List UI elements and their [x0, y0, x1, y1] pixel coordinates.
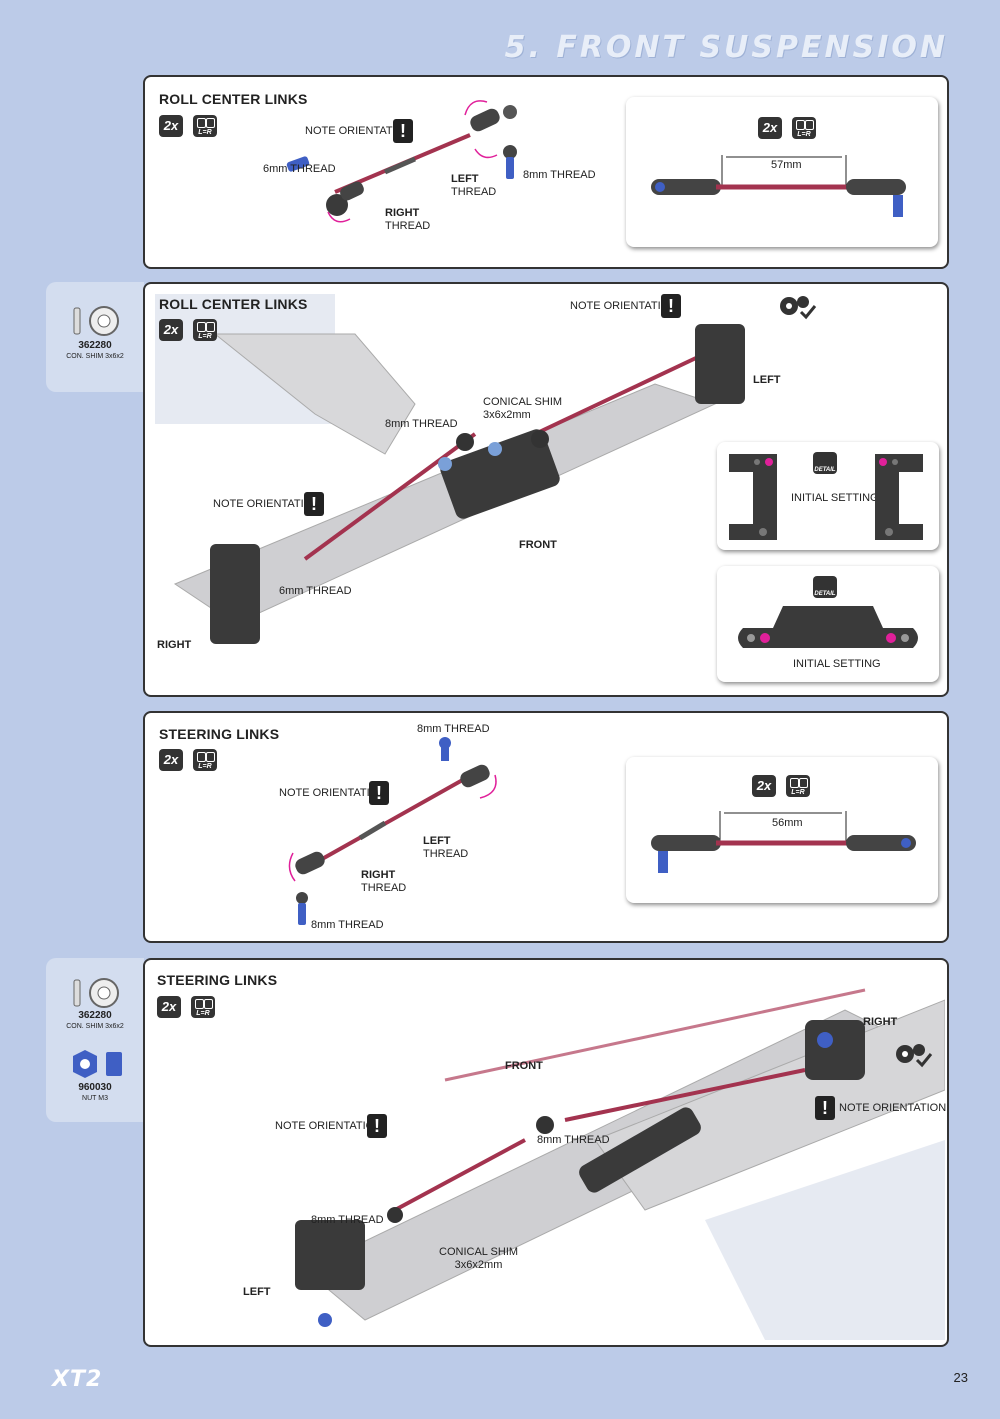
part-number: 362280: [78, 1010, 112, 1021]
note-orientation-label-right: NOTE ORIENTATION: [839, 1102, 947, 1114]
left-equals-right-icon: L=R: [193, 115, 217, 137]
right-label: RIGHT: [863, 1016, 898, 1028]
tool-check-icon: [893, 1040, 933, 1070]
steering-link-length-detail: 2x L=R 56mm: [626, 757, 938, 903]
note-orientation-label: NOTE ORIENTATION: [279, 787, 387, 799]
parts-list: 362280 CON. SHIM 3x6x2: [46, 282, 144, 392]
steering-link-exploded-drawing: [288, 737, 497, 925]
front-label: FRONT: [505, 1060, 543, 1072]
part-description: CON. SHIM 3x6x2: [66, 1023, 124, 1030]
part-number: 362280: [78, 340, 112, 351]
link-length-value: 57mm: [771, 159, 802, 171]
roll-center-block-drawing: [738, 606, 918, 648]
thread-8mm-label: 8mm THREAD: [537, 1134, 610, 1146]
step-title: STEERING LINKS: [157, 972, 278, 988]
section-title: 5. FRONT SUSPENSION: [504, 30, 948, 65]
part-description: NUT M3: [82, 1095, 108, 1102]
conical-shim-icon: [73, 978, 119, 1008]
left-equals-right-icon: L=R: [191, 996, 215, 1018]
thread-8mm-label: 8mm THREAD: [523, 169, 596, 181]
roll-center-block-initial-setting-detail: DETAIL INITIAL SETTING: [717, 566, 939, 682]
link-length-detail: 2x L=R 57mm: [626, 97, 938, 247]
quantity-badge: 2x: [752, 775, 776, 797]
step-steering-links-install: STEERING LINKS 2x L=R FRONT RIGHT ! NOTE…: [143, 958, 949, 1347]
note-orientation-label: NOTE ORIENTATION: [305, 125, 413, 137]
warning-icon: !: [367, 1114, 387, 1138]
left-equals-right-icon: L=R: [786, 775, 810, 797]
quantity-badge: 2x: [159, 115, 183, 137]
warning-icon: !: [304, 492, 324, 516]
note-orientation-label: NOTE ORIENTATION: [570, 300, 678, 312]
note-orientation-label-2: NOTE ORIENTATION: [213, 498, 321, 510]
hub-carrier-right-drawing: [875, 454, 923, 540]
detail-magnify-icon: DETAIL: [813, 452, 837, 474]
step-title: STEERING LINKS: [159, 726, 280, 742]
left-label: LEFT: [243, 1286, 271, 1298]
initial-setting-label: INITIAL SETTING: [791, 492, 879, 504]
steering-link-length-value: 56mm: [772, 817, 803, 829]
thread-6mm-label: 6mm THREAD: [263, 163, 336, 175]
step-roll-center-links-install: ROLL CENTER LINKS 2x L=R NOTE ORIENTATIO…: [143, 282, 949, 697]
parts-list: 362280 CON. SHIM 3x6x2 960030 NUT M3: [46, 958, 144, 1122]
hub-carrier-left-drawing: [729, 454, 777, 540]
detail-magnify-icon: DETAIL: [813, 576, 837, 598]
warning-icon: !: [815, 1096, 835, 1120]
nut-m3-icon: [73, 1050, 122, 1078]
quantity-badge: 2x: [157, 996, 181, 1018]
left-label: LEFT: [753, 374, 781, 386]
link-length-drawing: [651, 155, 906, 217]
hub-carrier-initial-setting-detail: DETAIL INITIAL SETTING: [717, 442, 939, 550]
step-steering-links-assembly: STEERING LINKS 2x L=R 8mm THREAD NOTE OR…: [143, 711, 949, 943]
note-orientation-label: NOTE ORIENTATION: [275, 1120, 383, 1132]
left-equals-right-icon: L=R: [193, 319, 217, 341]
thread-6mm-label: 6mm THREAD: [279, 585, 352, 597]
step-title: ROLL CENTER LINKS: [159, 91, 308, 107]
left-equals-right-icon: L=R: [193, 749, 217, 771]
thread-8mm-top-label: 8mm THREAD: [417, 723, 490, 735]
quantity-badge: 2x: [159, 749, 183, 771]
quantity-badge: 2x: [758, 117, 782, 139]
page-number: 23: [953, 1370, 968, 1385]
part-description: CON. SHIM 3x6x2: [66, 353, 124, 360]
initial-setting-label: INITIAL SETTING: [793, 658, 881, 670]
thread-8mm-label: 8mm THREAD: [385, 418, 458, 430]
thread-8mm-bottom-label: 8mm THREAD: [311, 919, 384, 931]
part-number: 960030: [78, 1082, 112, 1093]
quantity-badge: 2x: [159, 319, 183, 341]
left-equals-right-icon: L=R: [792, 117, 816, 139]
warning-icon: !: [393, 119, 413, 143]
step-title: ROLL CENTER LINKS: [159, 296, 308, 312]
tool-check-icon: [777, 292, 817, 322]
step-roll-center-links-assembly: ROLL CENTER LINKS 2x L=R NOTE ORIENTATIO…: [143, 75, 949, 269]
front-label: FRONT: [519, 539, 557, 551]
warning-icon: !: [369, 781, 389, 805]
roll-center-link-exploded-drawing: [286, 100, 517, 223]
steering-link-length-drawing: [651, 811, 916, 873]
right-label: RIGHT: [157, 639, 192, 651]
conical-shim-icon: [73, 306, 119, 336]
chassis-roll-center-drawing: [155, 294, 745, 644]
thread-8mm-label-2: 8mm THREAD: [311, 1214, 384, 1226]
warning-icon: !: [661, 294, 681, 318]
xt2-logo: XT2: [52, 1367, 103, 1392]
chassis-steering-drawing: [295, 988, 945, 1340]
